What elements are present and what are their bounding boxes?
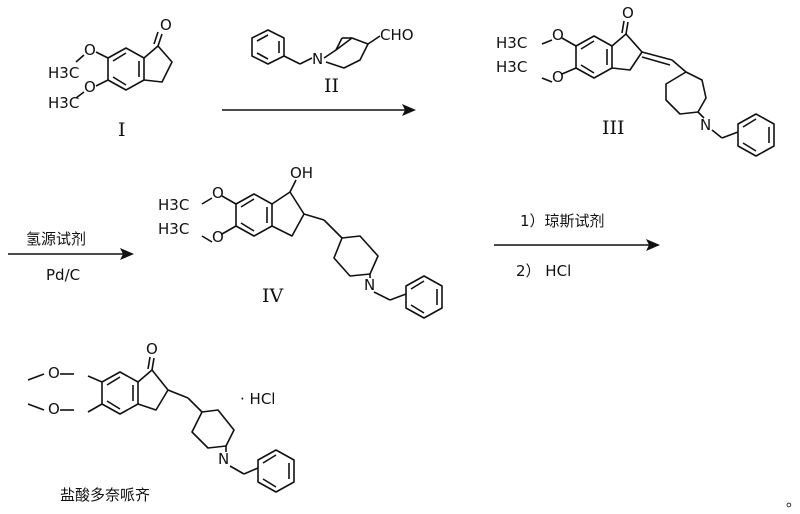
compound-ii-nitrogen: N xyxy=(312,50,323,68)
product-benzyl-ring xyxy=(257,449,295,493)
arrow-step3-reagent: 1）琼斯试剂 xyxy=(520,212,605,230)
compound-iv: OH N O H3C O H3C IV xyxy=(158,164,443,319)
compound-ii: N CHO II xyxy=(251,26,414,97)
arrow-step3-acid: 2） HCl xyxy=(516,262,571,280)
product-methoxy-o2: O xyxy=(48,400,60,418)
product-methoxy-o1: O xyxy=(48,364,60,382)
compound-iv-label: IV xyxy=(262,285,284,307)
compound-i-methoxy-o2: O xyxy=(84,78,96,96)
compound-iii-benzyl-ring xyxy=(737,113,775,157)
compound-ii-aldehyde: CHO xyxy=(380,26,414,44)
compound-iii-nitrogen: N xyxy=(700,116,711,134)
compound-iv-methyl-2: H3C xyxy=(158,220,189,238)
product-salt: · HCl xyxy=(240,390,275,408)
compound-iii-carbonyl-o: O xyxy=(622,4,634,22)
footnote-mark: 。 xyxy=(786,492,800,510)
arrow-step3-head xyxy=(646,239,660,251)
compound-iv-hydroxyl: OH xyxy=(290,164,313,182)
compound-ii-label: II xyxy=(324,75,339,97)
compound-iii-methyl-1: H3C xyxy=(496,34,527,52)
compound-i-label: I xyxy=(118,119,126,141)
arrow-step2: 氢源试剂 Pd/C xyxy=(8,230,134,284)
arrow-step2-catalyst: Pd/C xyxy=(46,266,80,284)
product-carbonyl-o: O xyxy=(146,340,158,358)
product-donepezil: O N O O · HCl 盐酸多奈哌齐 xyxy=(27,340,295,504)
compound-iv-benzyl-ring xyxy=(405,275,443,319)
arrow-step2-head xyxy=(120,248,134,260)
arrow-step3: 1）琼斯试剂 2） HCl xyxy=(494,212,660,280)
compound-iii-methoxy-o1: O xyxy=(552,26,564,44)
product-nitrogen: N xyxy=(218,450,229,468)
compound-iii: O N O H3C O H3C III xyxy=(496,4,775,157)
compound-i-carbonyl-o: O xyxy=(160,16,172,34)
product-name: 盐酸多奈哌齐 xyxy=(60,486,150,504)
compound-iii-label: III xyxy=(602,117,625,139)
arrow-step1 xyxy=(222,104,416,116)
compound-i-methoxy-o1: O xyxy=(84,41,96,59)
compound-iii-methyl-2: H3C xyxy=(496,58,527,76)
arrow-step1-head xyxy=(402,104,416,116)
compound-iv-methyl-1: H3C xyxy=(158,196,189,214)
compound-i-methyl-2: H3C xyxy=(48,94,79,112)
arrow-step2-reagent: 氢源试剂 xyxy=(26,230,86,248)
compound-iv-methoxy-o2: O xyxy=(212,228,224,246)
compound-i-methyl-1: H3C xyxy=(48,64,79,82)
compound-iv-methoxy-o1: O xyxy=(212,184,224,202)
compound-iii-methoxy-o2: O xyxy=(552,68,564,86)
compound-iv-nitrogen: N xyxy=(364,276,375,294)
compound-i: O O H3C O H3C I xyxy=(48,16,173,141)
